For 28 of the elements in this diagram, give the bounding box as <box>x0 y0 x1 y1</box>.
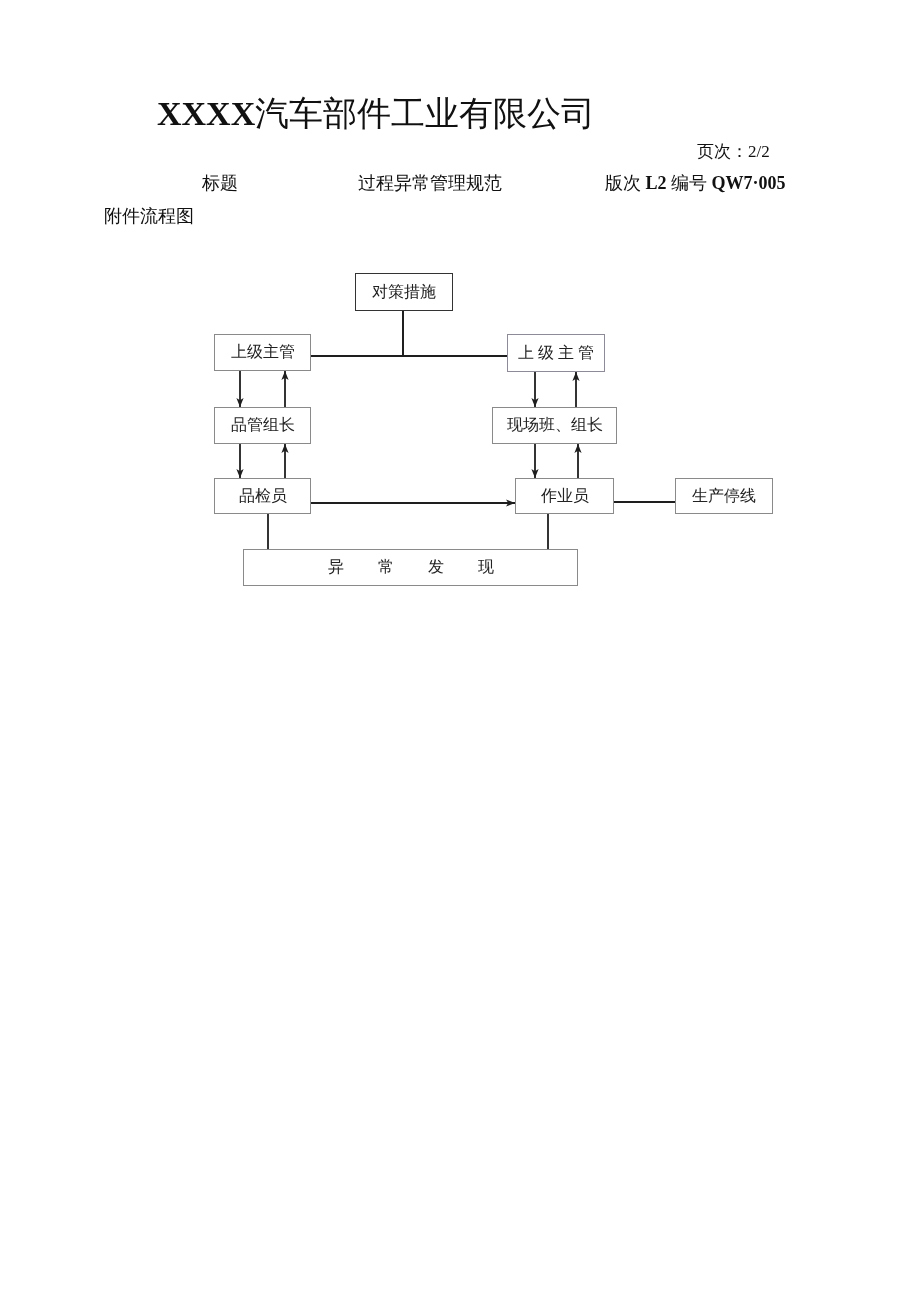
process-box: 异常发现 <box>243 549 578 586</box>
arrow <box>531 443 539 479</box>
connector-line <box>613 501 676 503</box>
process-box: 品检员 <box>214 478 311 514</box>
process-box: 作业员 <box>515 478 614 514</box>
arrow <box>281 370 289 408</box>
arrow <box>531 371 539 408</box>
connector-line <box>547 513 549 550</box>
process-box: 品管组长 <box>214 407 311 444</box>
process-box: 现场班、组长 <box>492 407 617 444</box>
process-box: 上级主管 <box>507 334 605 372</box>
process-box: 上级主管 <box>214 334 311 371</box>
process-box: 生产停线 <box>675 478 773 514</box>
field-label: 标题 <box>202 173 238 194</box>
page-title: XXXX汽车部件工业有限公司 <box>157 94 596 134</box>
section-heading: 附件流程图 <box>104 206 194 227</box>
arrow <box>236 370 244 408</box>
arrow <box>574 443 582 479</box>
document-number: 版次 L2 编号 QW7·005 <box>605 173 786 194</box>
connector-line <box>402 310 508 357</box>
arrow <box>310 499 516 507</box>
page-number: 页次：2/2 <box>697 142 770 162</box>
process-box: 对策措施 <box>355 273 453 311</box>
arrow <box>236 443 244 479</box>
document-title: 过程异常管理规范 <box>358 173 502 194</box>
arrow <box>572 371 580 408</box>
arrow <box>281 443 289 479</box>
connector-line <box>267 513 269 550</box>
